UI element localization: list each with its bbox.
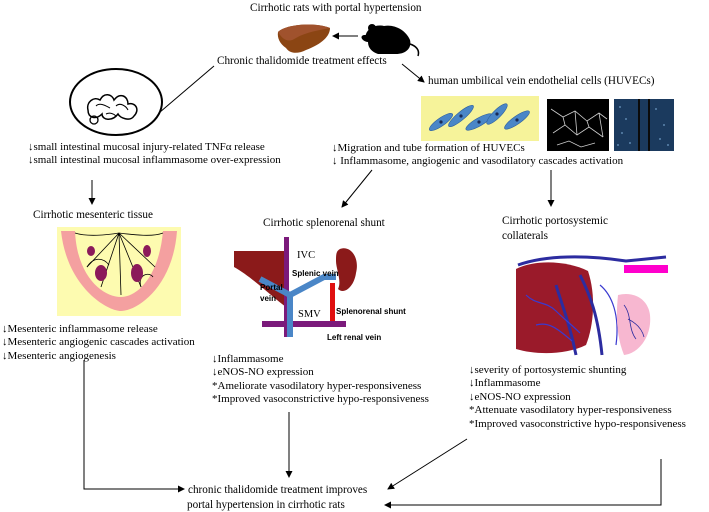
intestine-icon: [69, 68, 163, 136]
arrow-to-splenorenal: [341, 169, 373, 208]
portal-vein-label-2: vein: [260, 294, 277, 303]
arrow-portosystemic-to-conclusion: [387, 438, 468, 490]
portosystemic-effect-line: ↓Inflammasome: [469, 377, 541, 390]
migration-assay-image: [614, 99, 674, 151]
splenorenal-effects: ↓Inflammasome ↓eNOS-NO expression *Ameli…: [212, 353, 429, 407]
portal-vein-label-1: Portal: [260, 283, 283, 292]
mesenteric-title: Cirrhotic mesenteric tissue: [33, 209, 153, 221]
portosystemic-title-1: Cirrhotic portosystemic: [502, 215, 608, 227]
huvec-effect-line: ↓ Inflammasome, angiogenic and vasodilat…: [332, 155, 624, 168]
mesenteric-effect-line: ↓Mesenteric angiogenic cascades activati…: [2, 336, 195, 349]
splenorenal-effect-line: ↓Inflammasome: [212, 353, 284, 365]
smv-label: SMV: [298, 309, 321, 320]
left-renal-vein-label: Left renal vein: [327, 333, 382, 342]
huvec-effects: ↓Migration and tube formation of HUVECs …: [332, 142, 623, 169]
splenic-vein-label: Splenic vein: [292, 269, 339, 278]
portosystemic-effect-line: *Attenuate vasodilatory hyper-responsive…: [469, 404, 672, 417]
portosystemic-effects: ↓severity of portosystemic shunting ↓Inf…: [469, 364, 686, 431]
arrow-mesenteric-to-conclusion: [83, 360, 185, 493]
treatment-label: Chronic thalidomide treatment effects: [217, 55, 387, 67]
portosystemic-effect-line: *Improved vasoconstrictive hypo-responsi…: [469, 417, 686, 430]
splenorenal-effect-line: ↓eNOS-NO expression: [212, 366, 314, 379]
rat-icon: [361, 24, 420, 57]
mesenteric-effect-line: ↓Mesenteric inflammasome release: [2, 323, 158, 335]
splenorenal-shunt-illustration: [234, 237, 357, 337]
conclusion-line-1: chronic thalidomide treatment improves: [188, 484, 368, 496]
portosystemic-title-2: collaterals: [502, 230, 548, 242]
splenorenal-effect-line: *Improved vasoconstrictive hypo-responsi…: [212, 393, 429, 406]
ivc-label: IVC: [297, 250, 316, 261]
tube-formation-image: [547, 99, 609, 151]
splenorenal-shunt-label: Splenorenal shunt: [336, 307, 406, 316]
arrow-right-to-conclusion: [384, 459, 662, 509]
splenorenal-effect-line: *Ameliorate vasodilatory hyper-responsiv…: [212, 379, 422, 392]
huvec-effect-line: ↓Migration and tube formation of HUVECs: [332, 142, 525, 154]
conclusion-line-2: portal hypertension in cirrhotic rats: [187, 499, 345, 511]
intestine-effect-line: ↓small intestinal mucosal injury-related…: [28, 141, 265, 153]
portosystemic-effect-line: ↓severity of portosystemic shunting: [469, 364, 627, 376]
splenorenal-title: Cirrhotic splenorenal shunt: [263, 217, 385, 229]
portosystemic-effect-line: ↓eNOS-NO expression: [469, 390, 571, 403]
intestine-effects: ↓small intestinal mucosal injury-related…: [28, 141, 281, 168]
mesentery-illustration: [57, 227, 181, 316]
mesenteric-effect-line: ↓Mesenteric angiogenesis: [2, 349, 116, 362]
huvec-cells-illustration: [421, 96, 539, 141]
arrow-to-huvec: [401, 63, 425, 83]
liver-icon: [277, 24, 330, 53]
huvec-title: human umbilical vein endothelial cells (…: [428, 75, 655, 87]
mesenteric-effects: ↓Mesenteric inflammasome release ↓Mesent…: [2, 323, 195, 363]
portosystemic-collaterals-illustration: [516, 255, 674, 359]
diagram-title: Cirrhotic rats with portal hypertension: [250, 2, 422, 14]
intestine-effect-line: ↓small intestinal mucosal inflammasome o…: [28, 154, 281, 167]
